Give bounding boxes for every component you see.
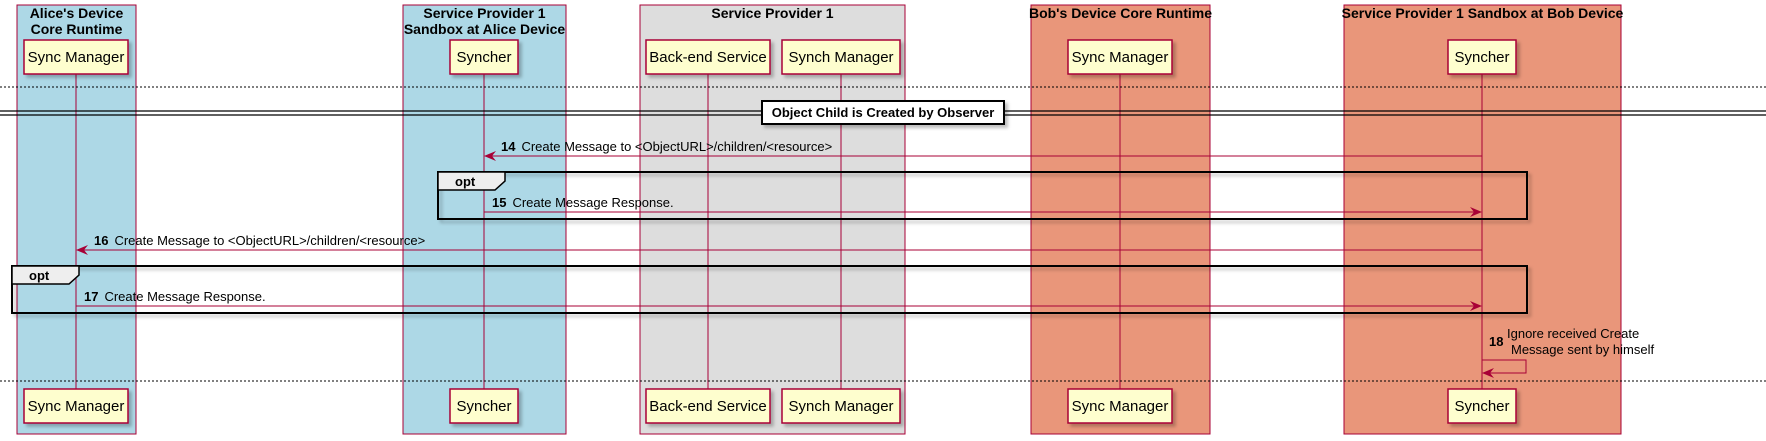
box-title-alice-core-line1: Alice's Device [30, 5, 124, 21]
box-title-sp1-alice-line2: Sandbox at Alice Device [404, 21, 566, 37]
participant-bottom-alice-sync: Sync Manager [28, 398, 125, 415]
lifelines [75, 74, 1483, 389]
participant-bottom-alice-syncher: Syncher [456, 398, 511, 415]
divider: Object Child is Created by Observer [0, 100, 1766, 125]
participant-top-alice-sync: Sync Manager [28, 49, 125, 66]
opt-frame-1: opt [437, 171, 1528, 220]
box-title-sp1: Service Provider 1 [711, 5, 833, 21]
divider-label-box [761, 100, 1005, 125]
box-title-sp1-alice-line1: Service Provider 1 [423, 5, 545, 21]
message-number-18: 18 [1489, 334, 1503, 349]
participant-bottom-sp1-sync: Synch Manager [788, 398, 893, 415]
box-title-bob-core: Bob's Device Core Runtime [1029, 5, 1212, 21]
opt-label-1: opt [455, 174, 476, 189]
message-text-18-line1: Ignore received Create [1507, 326, 1639, 341]
opt-label-2: opt [29, 268, 50, 283]
message-arrow-18 [1482, 359, 1527, 378]
opt-frame-2: opt [11, 265, 1528, 314]
participant-top-backend: Back-end Service [649, 49, 767, 66]
box-title-alice-core-line2: Core Runtime [31, 21, 123, 37]
participants-bottom: Sync Manager Syncher Back-end Service Sy… [23, 388, 1517, 424]
box-title-sp1-bob: Service Provider 1 Sandbox at Bob Device [1342, 5, 1624, 21]
participants-top: Sync Manager Syncher Back-end Service Sy… [23, 39, 1517, 75]
participant-top-bob-syncher: Syncher [1454, 49, 1509, 66]
participant-bottom-bob-sync: Sync Manager [1072, 398, 1169, 415]
participant-bottom-bob-syncher: Syncher [1454, 398, 1509, 415]
participant-top-sp1-sync: Synch Manager [788, 49, 893, 66]
participant-top-alice-syncher: Syncher [456, 49, 511, 66]
message-text-18-line2: Message sent by himself [1511, 342, 1654, 357]
divider-label: Object Child is Created by Observer [772, 105, 995, 120]
participant-bottom-backend: Back-end Service [649, 398, 767, 415]
participant-top-bob-sync: Sync Manager [1072, 49, 1169, 66]
